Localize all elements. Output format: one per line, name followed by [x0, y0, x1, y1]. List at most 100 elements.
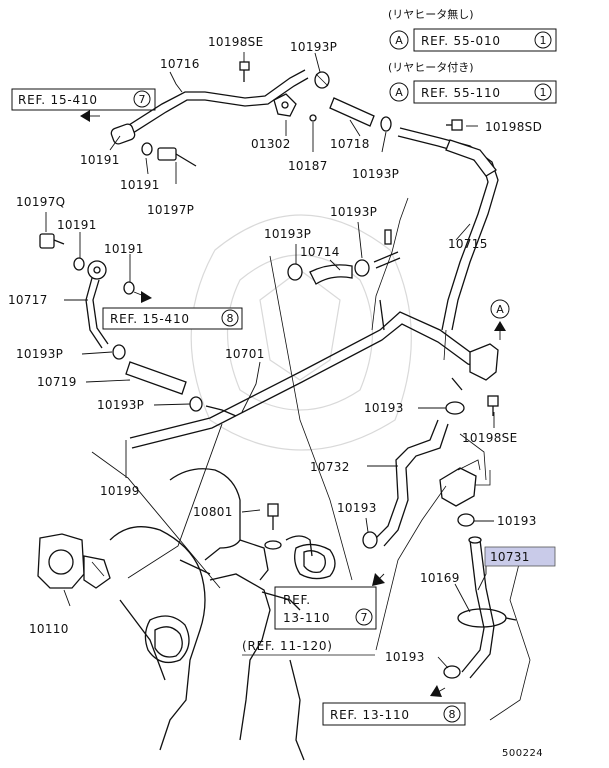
- label-10187[interactable]: 10187: [288, 159, 328, 173]
- highlight-box-10731: [484, 546, 556, 567]
- arrow-up-head: [494, 321, 506, 331]
- ref-a-mark-2: [389, 82, 409, 102]
- label-10193P-mid[interactable]: 10193P: [352, 167, 399, 181]
- part-10193P-clamp-top: [314, 71, 330, 89]
- ref-a-mark-1-label: A: [395, 34, 403, 47]
- part-10715-pipe: [397, 127, 499, 331]
- label-10199[interactable]: 10199: [100, 484, 140, 498]
- label-10717[interactable]: 10717: [8, 293, 48, 307]
- ref-55-010-box[interactable]: [413, 28, 557, 52]
- label-10731[interactable]: 10731: [490, 550, 530, 564]
- label-10198SE-top[interactable]: 10198SE: [208, 35, 263, 49]
- label-10719[interactable]: 10719: [37, 375, 77, 389]
- label-01302[interactable]: 01302: [251, 137, 291, 151]
- label-10716[interactable]: 10716: [160, 57, 200, 71]
- ref-13-110-7-num: 7: [361, 611, 368, 624]
- ref-13-110-7-line2: 13-110: [283, 611, 330, 625]
- label-10197Q[interactable]: 10197Q: [16, 195, 65, 209]
- label-10191-a[interactable]: 10191: [80, 153, 120, 167]
- ref-a-mark-1: [389, 30, 409, 50]
- ref-55-110-box[interactable]: [413, 80, 557, 104]
- label-10193-b[interactable]: 10193: [337, 501, 377, 515]
- label-10169[interactable]: 10169: [420, 571, 460, 585]
- arrow-head-3: [372, 573, 385, 586]
- label-10715[interactable]: 10715: [448, 237, 488, 251]
- label-10732[interactable]: 10732: [310, 460, 350, 474]
- ref-13-110-8-num: 8: [449, 708, 456, 721]
- part-10191-washer-a: [141, 142, 153, 156]
- ref-55-010-label: REF. 55-010: [421, 34, 501, 48]
- label-10801[interactable]: 10801: [193, 505, 233, 519]
- part-10169-ring: [457, 608, 517, 628]
- part-thermostat-housing: [439, 459, 491, 507]
- part-10717-pipe: [85, 260, 109, 349]
- label-10193P-f[interactable]: 10193P: [330, 205, 377, 219]
- part-10193P-clamp-g: [112, 344, 126, 360]
- part-10801-sensor: [264, 503, 282, 550]
- label-10193-d[interactable]: 10193: [385, 650, 425, 664]
- ref-15-410-7-num-circle: [133, 90, 151, 108]
- label-10193-c[interactable]: 10193: [497, 514, 537, 528]
- ref-a-mark-3-label: A: [496, 303, 504, 316]
- part-10198SE-bolt-top: [239, 61, 250, 82]
- ref-11-120-label: (REF. 11-120): [242, 639, 333, 653]
- diagram-group-outline-lines: [269, 197, 531, 721]
- label-10198SE-mid[interactable]: 10198SE: [462, 431, 517, 445]
- arrow-head-1: [80, 110, 90, 122]
- ref-13-110-8-num-circle: [443, 705, 461, 723]
- part-10199-bracket-lines: [91, 423, 223, 589]
- label-10193P-g[interactable]: 10193P: [16, 347, 63, 361]
- part-01302-bracket: [273, 93, 297, 117]
- part-10193-clamp-a: [445, 401, 465, 415]
- ref-55-010-num-circle: [534, 31, 552, 49]
- part-10714-hose: [287, 259, 370, 285]
- label-10193P-h[interactable]: 10193P: [97, 398, 144, 412]
- ref-13-110-7-num-circle: [355, 608, 373, 626]
- label-10191-b[interactable]: 10191: [120, 178, 160, 192]
- part-10716-pipe: [110, 69, 309, 145]
- part-10191-washer-c: [73, 257, 85, 271]
- note-without-rear-heater: (リヤヒータ無し): [388, 7, 474, 21]
- part-10193-clamp-d: [443, 665, 461, 679]
- ref-15-410-7-label: REF. 15-410: [18, 93, 98, 107]
- ref-15-410-8-box[interactable]: [102, 307, 243, 330]
- ref-55-110-num: 1: [540, 86, 547, 99]
- ref-13-110-8-label: REF. 13-110: [330, 708, 410, 722]
- ref-15-410-7-box[interactable]: [11, 88, 156, 111]
- arrow-head-4: [430, 685, 442, 697]
- part-10193P-clamp-h: [189, 396, 203, 412]
- note-with-rear-heater: (リヤヒータ付き): [388, 61, 474, 74]
- label-10193-a[interactable]: 10193: [364, 401, 404, 415]
- ref-13-110-7-line1: REF.: [283, 593, 311, 607]
- label-10718[interactable]: 10718: [330, 137, 370, 151]
- arrow-head-2: [141, 291, 152, 303]
- part-10718-hose: [329, 97, 392, 132]
- part-10191-washer-d: [123, 281, 135, 295]
- label-10191-d[interactable]: 10191: [104, 242, 144, 256]
- part-10110-thermostat: [37, 533, 111, 589]
- part-10193-clamp-c: [457, 513, 475, 527]
- ref-a-mark-2-label: A: [395, 86, 403, 99]
- ref-a-mark-3: [490, 299, 510, 319]
- part-10187-plug: [309, 114, 317, 122]
- ref-15-410-8-label: REF. 15-410: [110, 312, 190, 326]
- label-10191-c[interactable]: 10191: [57, 218, 97, 232]
- engine-block-outline: [109, 468, 336, 761]
- diagram-code: 500224: [502, 748, 543, 759]
- ref-55-110-num-circle: [534, 83, 552, 101]
- part-10719-hose: [125, 361, 187, 395]
- ref-55-010-num: 1: [540, 34, 547, 47]
- part-10732-hose: [375, 419, 449, 547]
- part-10197P-bolt: [157, 147, 197, 167]
- label-10110[interactable]: 10110: [29, 622, 69, 636]
- label-10197P[interactable]: 10197P: [147, 203, 194, 217]
- label-10701[interactable]: 10701: [225, 347, 265, 361]
- label-10193P-top[interactable]: 10193P: [290, 40, 337, 54]
- part-10193-clamp-b: [362, 531, 378, 549]
- label-10193P-e[interactable]: 10193P: [264, 227, 311, 241]
- part-10701-pipe: [129, 299, 499, 449]
- ref-13-110-8-box[interactable]: [322, 702, 466, 726]
- label-10714[interactable]: 10714: [300, 245, 340, 259]
- label-10198SD[interactable]: 10198SD: [485, 120, 542, 134]
